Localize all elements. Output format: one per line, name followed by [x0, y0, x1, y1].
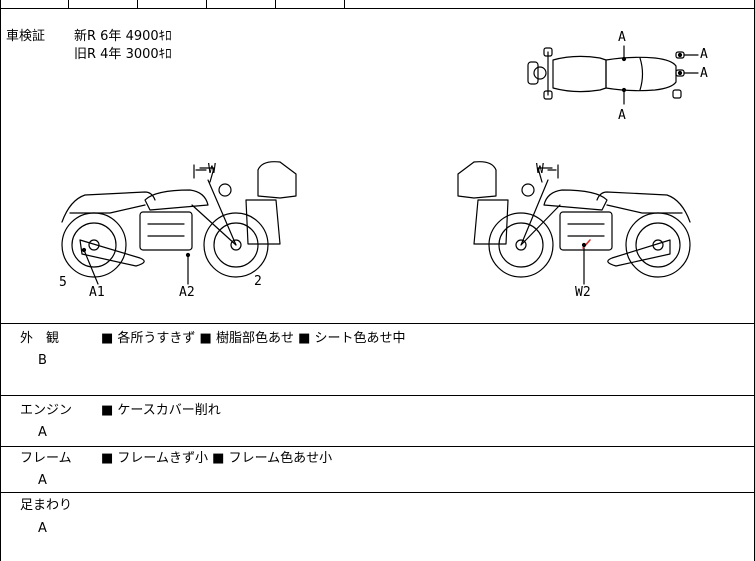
- left-label-5: 5: [59, 275, 67, 290]
- top-view-marker-rear: A: [618, 108, 626, 123]
- left-label-a2: A2: [179, 285, 195, 300]
- header-cell-divider: [344, 0, 345, 8]
- inspection-label: 車検証: [6, 29, 46, 44]
- inspection-new-record: 新R 6年 4900ｷﾛ: [74, 29, 172, 44]
- appearance-notes: ■ 各所うすきず ■ 樹脂部色あせ ■ シート色あせ中: [101, 331, 406, 346]
- motorcycle-diagram: [61, 45, 699, 285]
- right-handle-mark: W: [536, 162, 544, 177]
- appearance-grade: B: [38, 353, 47, 368]
- left-side-motorcycle-icon: [61, 161, 297, 285]
- header-row-border: [0, 8, 755, 9]
- right-label-w2: W2: [575, 285, 591, 300]
- appearance-label: 外 観: [20, 331, 60, 346]
- section-divider: [0, 492, 755, 493]
- engine-label: エンジン: [20, 403, 73, 418]
- engine-grade: A: [38, 425, 47, 440]
- section-divider: [0, 323, 755, 324]
- top-view-motorcycle-icon: [527, 45, 699, 105]
- left-handle-mark: W: [208, 162, 216, 177]
- frame-grade: A: [38, 473, 47, 488]
- section-divider: [0, 446, 755, 447]
- inspection-old-record: 旧R 4年 3000ｷﾛ: [74, 47, 172, 62]
- header-cell-divider: [275, 0, 276, 8]
- engine-notes: ■ ケースカバー削れ: [101, 403, 221, 418]
- frame-label: フレーム: [20, 451, 72, 466]
- top-view-marker-right-mid: A: [700, 66, 708, 81]
- top-view-marker-front: A: [618, 30, 626, 45]
- left-label-a1: A1: [89, 285, 105, 300]
- top-view-marker-right-top: A: [700, 47, 708, 62]
- section-divider: [0, 395, 755, 396]
- header-cell-divider: [68, 0, 69, 8]
- left-label-2: 2: [254, 274, 262, 289]
- frame-notes: ■ フレームきず小 ■ フレーム色あせ小: [101, 451, 333, 466]
- header-cell-divider: [206, 0, 207, 8]
- suspension-label: 足まわり: [20, 498, 73, 513]
- header-cell-divider: [137, 0, 138, 8]
- suspension-grade: A: [38, 521, 47, 536]
- right-side-motorcycle-icon: [457, 161, 691, 285]
